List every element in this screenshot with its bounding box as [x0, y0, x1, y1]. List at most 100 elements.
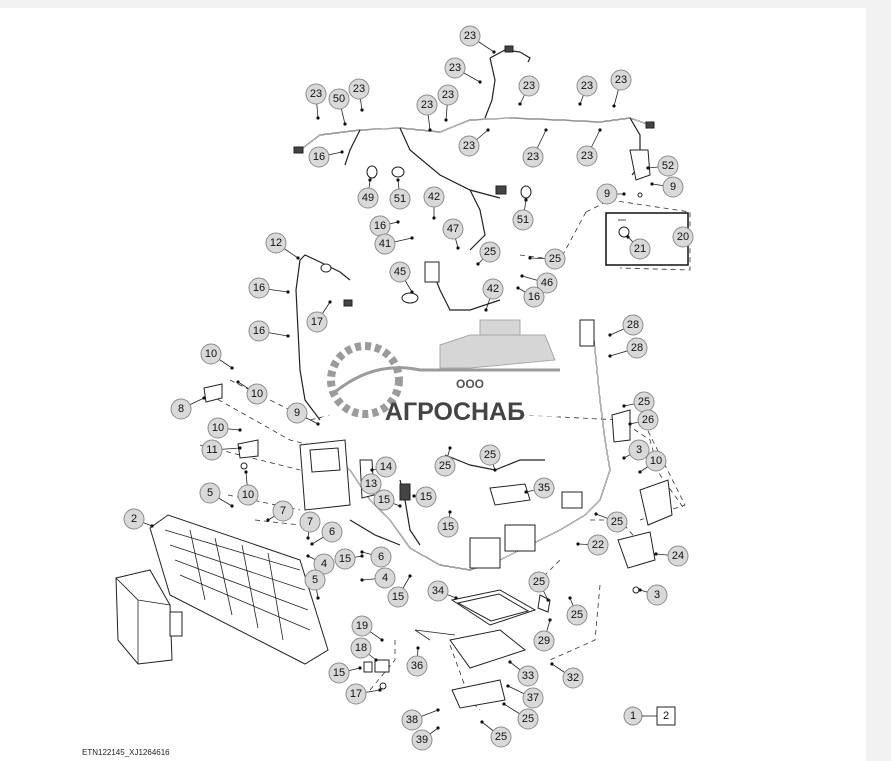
callout-bubble: [246, 383, 268, 405]
callout-bubble: [374, 567, 396, 589]
callout-leader-end: [578, 102, 582, 106]
callout-leader-end: [150, 524, 154, 528]
callout-bubble: [334, 548, 356, 570]
callout-bubble: [351, 615, 373, 637]
callout-leader-end: [310, 542, 314, 546]
callout-bubble: [576, 145, 598, 167]
callout-bubble: [587, 534, 609, 556]
callout-leader-end: [316, 116, 320, 120]
callout-number: 16: [253, 325, 265, 337]
callout-number: 6: [378, 551, 384, 563]
callout-bubble: [629, 238, 651, 260]
callout-bubble: [374, 233, 396, 255]
callout-number: 37: [527, 692, 539, 704]
watermark-company-name: АГРОСНАБ: [385, 398, 525, 426]
callout-11: 11: [201, 439, 242, 461]
callout-bubble: [123, 508, 145, 530]
callout-number: 32: [567, 672, 579, 684]
callout-25: 25: [479, 444, 501, 472]
callout-bubble: [207, 417, 229, 439]
callout-number: 23: [615, 74, 627, 86]
callout-bubble: [437, 84, 459, 106]
assembly-guide-lines: [199, 199, 691, 711]
callout-leader-end: [598, 128, 602, 132]
callout-number: 23: [581, 80, 593, 92]
callout-leader-end: [368, 178, 372, 182]
callout-leader-end: [612, 104, 616, 108]
callout-number: 10: [251, 388, 263, 400]
callout-leader-end: [638, 588, 642, 592]
callout-number: 13: [365, 478, 377, 490]
left-harness: [295, 254, 353, 421]
callout-number: 35: [538, 482, 550, 494]
callout-23: 23: [522, 128, 548, 168]
callout-leader-end: [286, 290, 290, 294]
callout-8: 8: [170, 396, 206, 420]
callout-34: 34: [427, 580, 458, 602]
callout-bubble: [522, 687, 544, 709]
callout-leader-end: [524, 490, 528, 494]
callout-2: 2: [123, 508, 154, 530]
callout-41: 41: [374, 233, 414, 255]
callout-number: 7: [280, 505, 286, 517]
callout-28: 28: [608, 337, 648, 359]
callout-leader-end: [646, 166, 650, 170]
callout-bubble: [200, 343, 222, 365]
callout-bubble: [490, 726, 512, 748]
callout-bubble: [299, 511, 321, 533]
callout-bubble: [170, 398, 192, 420]
callout-number: 3: [654, 589, 660, 601]
callout-number: 16: [528, 291, 540, 303]
callout-bubble: [479, 444, 501, 466]
callout-leader-end: [328, 300, 332, 304]
callout-leader-end: [266, 518, 270, 522]
callout-bubble: [306, 311, 328, 333]
callout-15: 15: [334, 548, 364, 570]
callout-bubble: [272, 500, 294, 522]
callout-17: 17: [306, 300, 332, 333]
callout-16: 16: [308, 146, 344, 168]
callout-25: 25: [476, 241, 501, 266]
callout-bubble: [622, 314, 644, 336]
left-brackets: [203, 383, 259, 470]
callout-bubble: [308, 146, 330, 168]
callout-leader-end: [296, 256, 300, 260]
callout-number: 3: [636, 444, 642, 456]
callout-23: 23: [348, 78, 370, 112]
main-harness: [299, 261, 611, 571]
callout-leader-end: [306, 554, 310, 558]
callout-bubble: [199, 482, 221, 504]
callout-10: 10: [237, 470, 259, 506]
callout-bubble: [517, 665, 539, 687]
callout-10: 10: [207, 417, 242, 439]
callout-leader-end: [493, 468, 497, 472]
callout-number: 33: [522, 670, 534, 682]
legend-index-label: 1: [630, 710, 636, 722]
callout-number: 15: [378, 494, 390, 506]
callout-leader-end: [230, 366, 234, 370]
callout-leader-end: [456, 246, 460, 250]
callout-number: 25: [571, 609, 583, 621]
callout-23: 23: [610, 69, 632, 108]
callout-bubble: [479, 241, 501, 263]
callout-number: 15: [392, 591, 404, 603]
callout-20: 20: [672, 226, 694, 248]
callout-10: 10: [638, 450, 667, 474]
callout-bubble: [387, 586, 409, 608]
roof-harness: [293, 45, 655, 251]
callout-25: 25: [480, 720, 512, 748]
callout-leader-end: [412, 494, 416, 498]
callout-bubble: [562, 667, 584, 689]
callout-bubble: [434, 455, 456, 477]
callout-number: 25: [638, 396, 650, 408]
callout-bubble: [628, 439, 650, 461]
callout-15: 15: [412, 486, 437, 508]
callout-leader-end: [360, 578, 364, 582]
callout-10: 10: [236, 380, 268, 405]
callout-bubble: [328, 662, 350, 684]
callout-7: 7: [266, 500, 294, 522]
callout-leader-end: [448, 510, 452, 514]
callout-number: 5: [207, 487, 213, 499]
callout-number: 7: [307, 516, 313, 528]
callout-25: 25: [502, 702, 539, 730]
